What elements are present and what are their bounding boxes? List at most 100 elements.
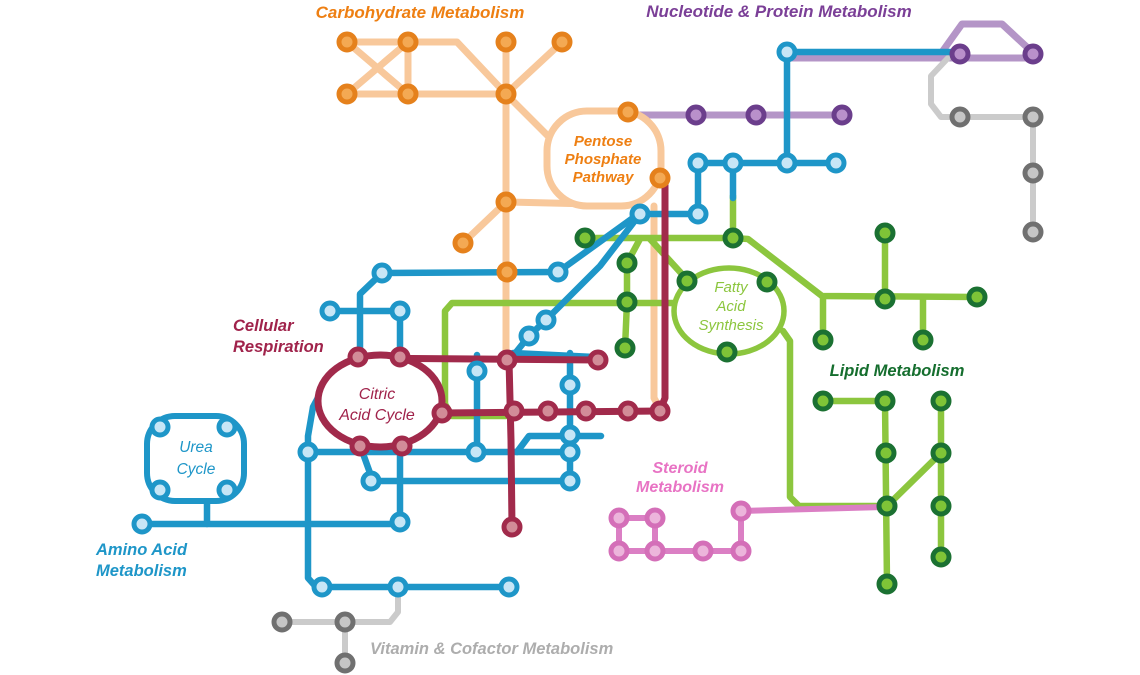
- station-blue[interactable]: [776, 152, 798, 174]
- station-blue[interactable]: [535, 309, 557, 331]
- station-gray[interactable]: [271, 611, 293, 633]
- station-blue[interactable]: [216, 416, 238, 438]
- pentose-phosphate-loop: [543, 107, 665, 210]
- station-orange[interactable]: [452, 232, 474, 254]
- station-blue[interactable]: [465, 441, 487, 463]
- station-blue[interactable]: [297, 441, 319, 463]
- station-maroon[interactable]: [537, 400, 559, 422]
- station-blue[interactable]: [559, 424, 581, 446]
- station-blue[interactable]: [149, 416, 171, 438]
- station-green[interactable]: [930, 495, 952, 517]
- station-maroon[interactable]: [575, 400, 597, 422]
- station-blue[interactable]: [559, 374, 581, 396]
- station-pink[interactable]: [730, 540, 752, 562]
- station-green[interactable]: [716, 341, 738, 363]
- station-green[interactable]: [614, 337, 636, 359]
- station-green[interactable]: [874, 390, 896, 412]
- station-blue[interactable]: [559, 470, 581, 492]
- station-green[interactable]: [574, 227, 596, 249]
- station-pink[interactable]: [644, 540, 666, 562]
- station-orange[interactable]: [551, 31, 573, 53]
- station-blue[interactable]: [389, 300, 411, 322]
- station-green[interactable]: [966, 286, 988, 308]
- station-green[interactable]: [930, 546, 952, 568]
- station-orange[interactable]: [495, 31, 517, 53]
- station-blue[interactable]: [687, 203, 709, 225]
- station-green[interactable]: [874, 222, 896, 244]
- station-maroon[interactable]: [649, 400, 671, 422]
- station-gray[interactable]: [334, 611, 356, 633]
- station-green[interactable]: [812, 329, 834, 351]
- station-green[interactable]: [616, 291, 638, 313]
- station-green[interactable]: [930, 390, 952, 412]
- station-blue[interactable]: [722, 152, 744, 174]
- station-orange[interactable]: [397, 31, 419, 53]
- station-green[interactable]: [812, 390, 834, 412]
- station-orange[interactable]: [496, 261, 518, 283]
- station-blue[interactable]: [629, 203, 651, 225]
- station-green[interactable]: [912, 329, 934, 351]
- station-green[interactable]: [756, 271, 778, 293]
- station-maroon[interactable]: [501, 516, 523, 538]
- station-green[interactable]: [876, 495, 898, 517]
- station-orange[interactable]: [495, 83, 517, 105]
- station-maroon[interactable]: [349, 435, 371, 457]
- station-orange[interactable]: [617, 101, 639, 123]
- station-blue[interactable]: [559, 441, 581, 463]
- station-orange[interactable]: [336, 31, 358, 53]
- station-blue[interactable]: [825, 152, 847, 174]
- station-blue[interactable]: [371, 262, 393, 284]
- station-blue[interactable]: [466, 360, 488, 382]
- station-maroon[interactable]: [587, 349, 609, 371]
- station-blue[interactable]: [149, 479, 171, 501]
- station-blue[interactable]: [131, 513, 153, 535]
- station-gray[interactable]: [949, 106, 971, 128]
- station-blue[interactable]: [216, 479, 238, 501]
- station-green[interactable]: [676, 270, 698, 292]
- station-orange[interactable]: [397, 83, 419, 105]
- station-blue[interactable]: [518, 325, 540, 347]
- station-orange[interactable]: [495, 191, 517, 213]
- station-maroon[interactable]: [503, 400, 525, 422]
- station-purple[interactable]: [1022, 43, 1044, 65]
- line-cellular-respiration: [505, 356, 516, 531]
- station-blue[interactable]: [498, 576, 520, 598]
- station-purple[interactable]: [831, 104, 853, 126]
- station-pink[interactable]: [644, 507, 666, 529]
- station-purple[interactable]: [745, 104, 767, 126]
- station-pink[interactable]: [608, 540, 630, 562]
- station-purple[interactable]: [685, 104, 707, 126]
- station-gray[interactable]: [1022, 106, 1044, 128]
- station-orange[interactable]: [649, 167, 671, 189]
- station-blue[interactable]: [687, 152, 709, 174]
- station-blue[interactable]: [547, 261, 569, 283]
- station-maroon[interactable]: [347, 346, 369, 368]
- station-gray[interactable]: [1022, 221, 1044, 243]
- station-blue[interactable]: [360, 470, 382, 492]
- station-maroon[interactable]: [391, 435, 413, 457]
- station-green[interactable]: [876, 573, 898, 595]
- station-maroon[interactable]: [389, 346, 411, 368]
- station-blue[interactable]: [311, 576, 333, 598]
- station-green[interactable]: [616, 252, 638, 274]
- station-pink[interactable]: [608, 507, 630, 529]
- station-pink[interactable]: [692, 540, 714, 562]
- station-blue[interactable]: [776, 41, 798, 63]
- station-maroon[interactable]: [617, 400, 639, 422]
- station-maroon[interactable]: [496, 349, 518, 371]
- station-gray[interactable]: [334, 652, 356, 674]
- station-green[interactable]: [930, 442, 952, 464]
- station-purple[interactable]: [949, 43, 971, 65]
- station-pink[interactable]: [730, 500, 752, 522]
- station-green[interactable]: [722, 227, 744, 249]
- station-blue[interactable]: [319, 300, 341, 322]
- station-green[interactable]: [875, 442, 897, 464]
- station-blue[interactable]: [389, 511, 411, 533]
- station-green[interactable]: [874, 288, 896, 310]
- station-maroon[interactable]: [431, 402, 453, 424]
- station-orange[interactable]: [336, 83, 358, 105]
- station-blue[interactable]: [387, 576, 409, 598]
- station-gray[interactable]: [1022, 162, 1044, 184]
